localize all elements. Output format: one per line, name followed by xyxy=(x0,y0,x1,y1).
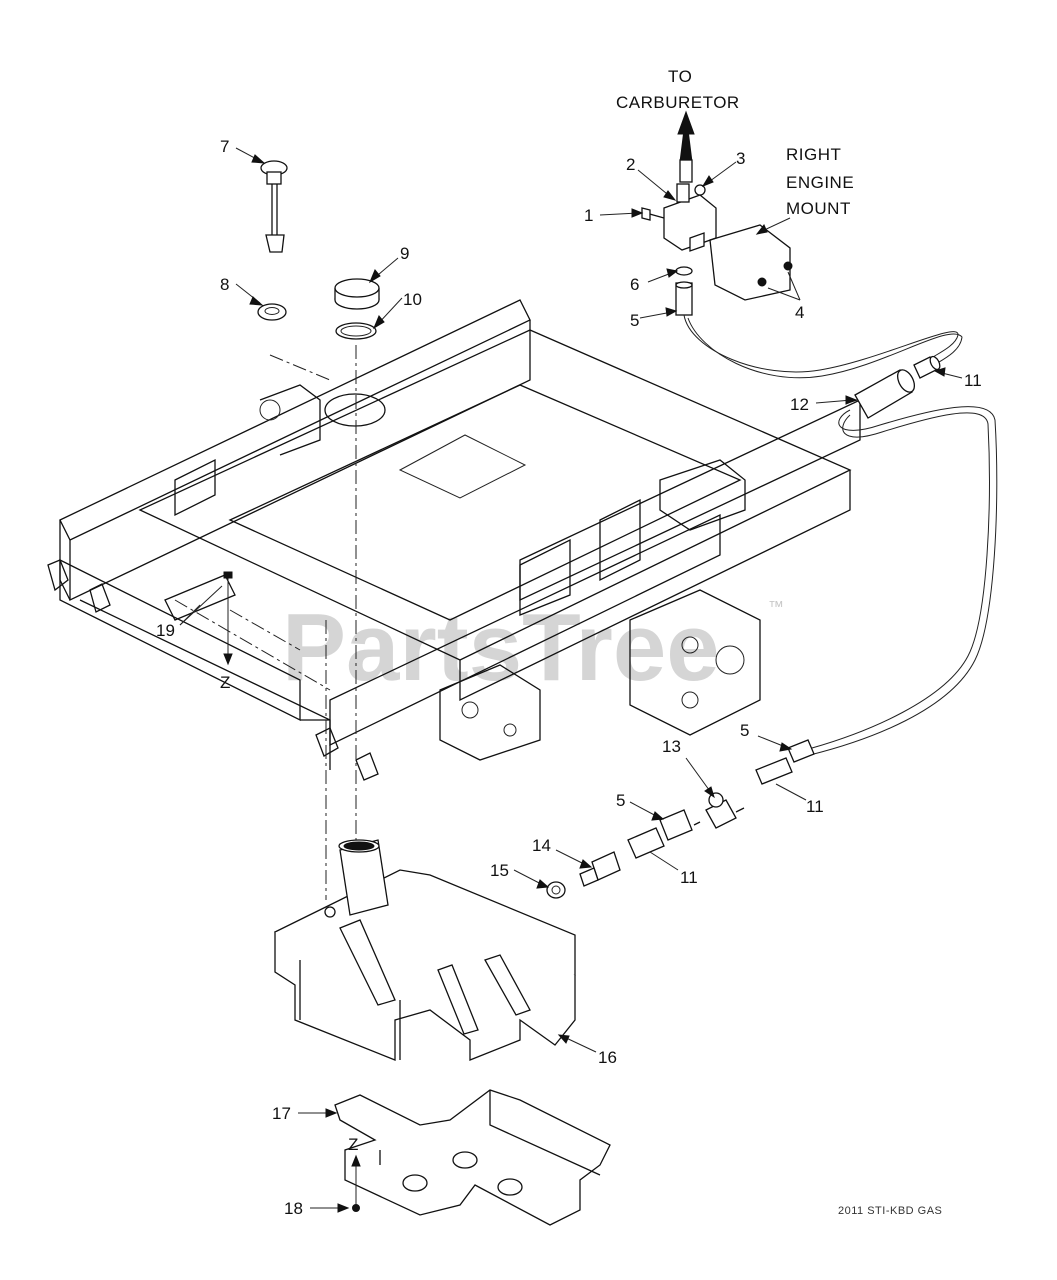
fuel-line-loop xyxy=(683,314,998,756)
callout-11-right: 11 xyxy=(806,797,824,816)
engine-mount-caption-line2: ENGINE xyxy=(786,173,854,192)
callout-11-mid: 11 xyxy=(680,868,698,887)
fuel-gauge-part-7 xyxy=(260,160,288,253)
diagram-footer-code: 2011 STI-KBD GAS xyxy=(838,1205,942,1217)
watermark-text: PartsTree xyxy=(282,594,720,701)
callout-8: 8 xyxy=(220,275,229,294)
callout-4: 4 xyxy=(795,303,804,322)
fuel-cap-part-9 xyxy=(334,278,380,310)
fuel-line-lower xyxy=(546,739,815,899)
callout-16: 16 xyxy=(598,1048,617,1067)
z-axis-marker-frame: Z xyxy=(220,571,233,692)
connector-part-11-top xyxy=(913,355,941,379)
carburetor-caption-line1: TO xyxy=(668,67,692,86)
callout-9: 9 xyxy=(400,244,409,263)
callout-5-right: 5 xyxy=(740,721,749,740)
clamp-part-6 xyxy=(675,266,693,276)
fuel-filter-part-12 xyxy=(849,369,916,419)
callout-7: 7 xyxy=(220,137,229,156)
shutoff-valve-assembly xyxy=(641,113,793,301)
callout-10: 10 xyxy=(403,290,422,309)
grommet-part-8 xyxy=(257,303,287,321)
skid-plate-part-17 xyxy=(334,1089,611,1226)
callout-3: 3 xyxy=(736,149,745,168)
callout-1: 1 xyxy=(584,206,593,225)
hose-part-5-top xyxy=(675,281,693,316)
leader-lines xyxy=(179,110,963,1213)
engine-mount-caption-line1: RIGHT xyxy=(786,145,841,164)
chassis-frame xyxy=(47,299,861,781)
z-axis-label-lower: Z xyxy=(348,1135,358,1154)
callout-6: 6 xyxy=(630,275,639,294)
carburetor-caption: TO CARBURETOR xyxy=(616,67,740,112)
callout-18: 18 xyxy=(284,1199,303,1218)
engine-mount-caption: RIGHT ENGINE MOUNT xyxy=(786,145,854,218)
engine-mount-caption-line3: MOUNT xyxy=(786,199,851,218)
callout-5-top: 5 xyxy=(630,311,639,330)
callout-17: 17 xyxy=(272,1104,291,1123)
watermark: PartsTree ™ xyxy=(282,594,784,701)
callout-15: 15 xyxy=(490,861,509,880)
gasket-part-10 xyxy=(335,322,377,340)
z-axis-label-upper: Z xyxy=(220,673,230,692)
fuel-tank-part-16 xyxy=(273,839,576,1061)
callout-2: 2 xyxy=(626,155,635,174)
callout-13: 13 xyxy=(662,737,681,756)
watermark-trademark: ™ xyxy=(768,599,784,616)
callout-14: 14 xyxy=(532,836,551,855)
z-axis-marker-skid: Z xyxy=(348,1135,361,1212)
callout-5-mid: 5 xyxy=(616,791,625,810)
callout-19: 19 xyxy=(156,621,175,640)
callout-12: 12 xyxy=(790,395,809,414)
carburetor-caption-line2: CARBURETOR xyxy=(616,93,740,112)
callout-11-top: 11 xyxy=(964,371,982,390)
callout-labels: 1 2 3 4 5 6 7 8 9 10 11 12 13 14 15 16 1… xyxy=(156,137,982,1218)
